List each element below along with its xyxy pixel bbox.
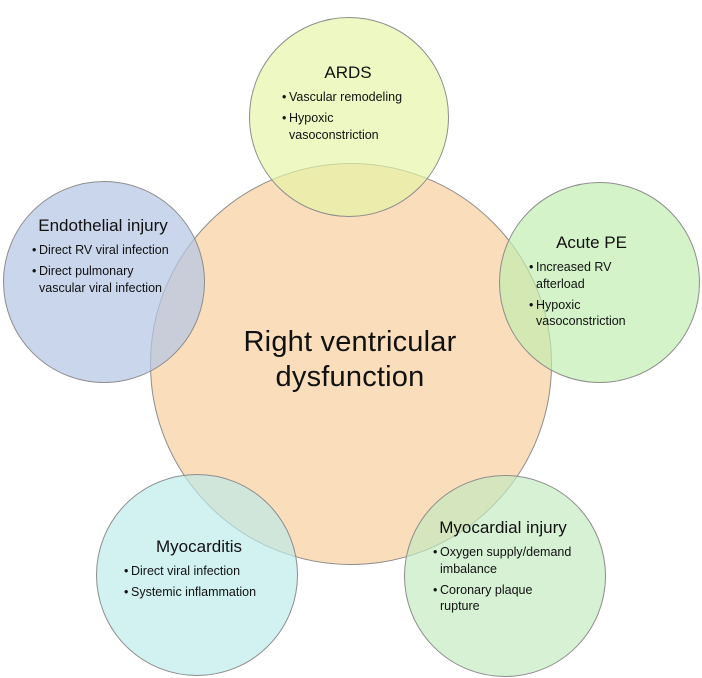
center-title-line-2: dysfunction (275, 361, 425, 394)
myocardial-injury-title: Myocardial injury (439, 518, 567, 537)
myocarditis-items: Direct viral infection Systemic inflamma… (124, 563, 274, 600)
center-label: Right ventricular dysfunction (190, 325, 510, 396)
myocardial-injury-item: Oxygen supply/demand imbalance (433, 544, 573, 577)
acute-pe-title: Acute PE (556, 233, 627, 252)
ards-items: Vascular remodeling Hypoxic vasoconstric… (282, 89, 414, 143)
myocarditis-label: Myocarditis Direct viral infection Syste… (124, 537, 274, 605)
ards-item: Vascular remodeling (282, 89, 414, 106)
acute-pe-items: Increased RV afterload Hypoxic vasoconst… (529, 259, 654, 330)
ards-title: ARDS (324, 63, 372, 82)
myocardial-injury-item: Coronary plaque rupture (433, 582, 573, 615)
acute-pe-label: Acute PE Increased RV afterload Hypoxic … (529, 233, 654, 334)
myocarditis-item: Direct viral infection (124, 563, 274, 580)
acute-pe-item: Increased RV afterload (529, 259, 654, 292)
myocardial-injury-items: Oxygen supply/demand imbalance Coronary … (433, 544, 573, 615)
myocarditis-title: Myocarditis (156, 537, 242, 556)
myocardial-injury-label: Myocardial injury Oxygen supply/demand i… (433, 518, 573, 619)
endothelial-injury-title: Endothelial injury (38, 216, 168, 235)
endothelial-injury-items: Direct RV viral infection Direct pulmona… (32, 242, 174, 296)
ards-label: ARDS Vascular remodeling Hypoxic vasocon… (282, 63, 414, 147)
ards-item: Hypoxic vasoconstriction (282, 110, 414, 143)
endothelial-injury-label: Endothelial injury Direct RV viral infec… (32, 216, 174, 300)
endothelial-injury-item: Direct RV viral infection (32, 242, 174, 259)
acute-pe-item: Hypoxic vasoconstriction (529, 297, 654, 330)
myocarditis-item: Systemic inflammation (124, 584, 274, 601)
endothelial-injury-item: Direct pulmonary vascular viral infectio… (32, 263, 174, 296)
center-title-line-1: Right ventricular (243, 326, 457, 358)
